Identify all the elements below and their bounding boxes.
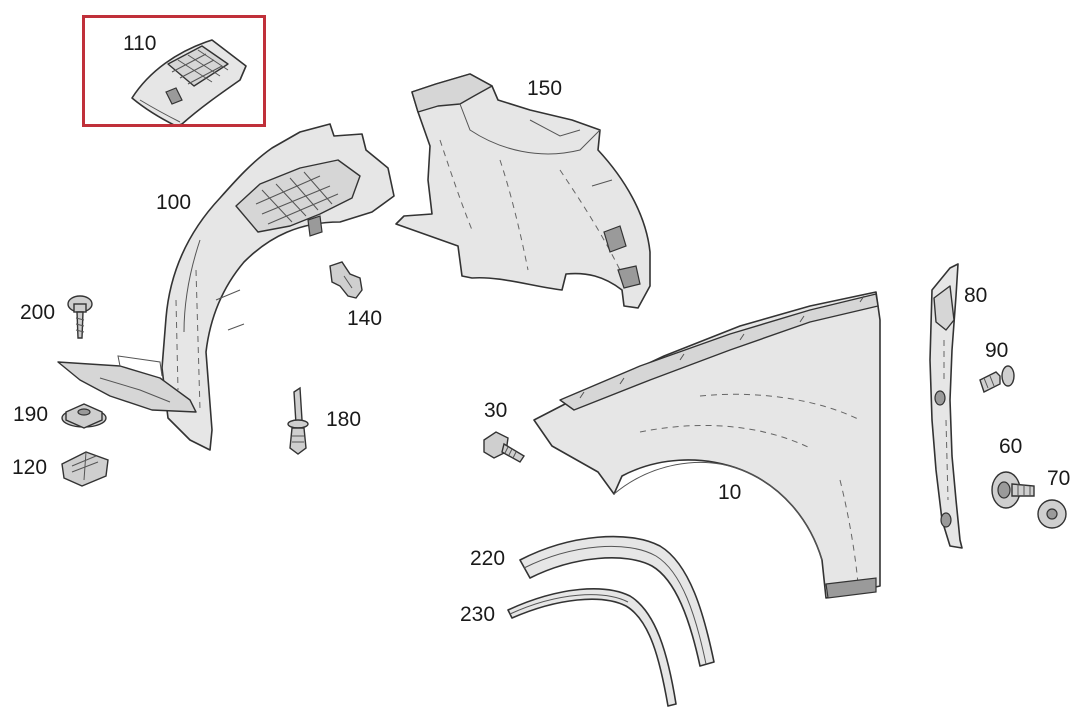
callout-140: 140 — [347, 307, 383, 330]
part-90-clip[interactable] — [979, 365, 1015, 393]
part-60-stud[interactable] — [991, 471, 1035, 509]
callout-120: 120 — [12, 456, 48, 479]
part-100-liner-front[interactable] — [57, 123, 395, 451]
part-180-clip[interactable] — [287, 386, 309, 455]
part-30-bolt[interactable] — [483, 431, 525, 463]
callout-70: 70 — [1047, 467, 1071, 490]
part-190-nut[interactable] — [61, 403, 107, 429]
callout-80: 80 — [964, 284, 988, 307]
callout-60: 60 — [999, 435, 1023, 458]
callout-220: 220 — [470, 547, 506, 570]
part-230-moulding[interactable] — [507, 588, 677, 707]
callout-90: 90 — [985, 339, 1009, 362]
part-140-clip[interactable] — [329, 261, 363, 299]
part-150-liner-rear[interactable] — [395, 73, 651, 309]
part-120-clip[interactable] — [61, 451, 109, 487]
highlight-box-110 — [82, 15, 266, 127]
part-110-bracket[interactable] — [131, 39, 247, 127]
callout-230: 230 — [460, 603, 496, 626]
part-200-screw[interactable] — [67, 295, 93, 339]
callout-190: 190 — [13, 403, 49, 426]
part-10-fender[interactable] — [533, 291, 881, 599]
callout-180: 180 — [326, 408, 362, 431]
part-220-trim[interactable] — [519, 535, 715, 667]
callout-110: 110 — [123, 32, 157, 55]
callout-10: 10 — [718, 481, 742, 504]
part-80-bracket[interactable] — [929, 263, 963, 549]
part-70-nut[interactable] — [1037, 499, 1067, 529]
callout-100: 100 — [156, 191, 192, 214]
callout-30: 30 — [484, 399, 508, 422]
callout-150: 150 — [527, 77, 563, 100]
callout-200: 200 — [20, 301, 56, 324]
